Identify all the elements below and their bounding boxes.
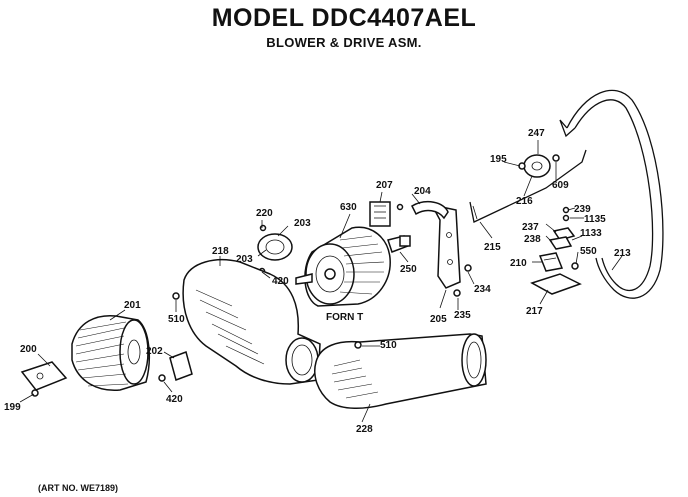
- part-label-420-lower: 420: [166, 394, 183, 405]
- motor-mount-bracket: [430, 203, 472, 297]
- blower-housing: [172, 259, 321, 385]
- idler-pulley: [518, 154, 560, 178]
- part-label-420-upper: 420: [272, 276, 289, 287]
- part-label-238: 238: [524, 234, 541, 245]
- motor-switch: [369, 201, 404, 227]
- part-label-1135: 1135: [584, 214, 606, 225]
- switch-part: [538, 252, 564, 272]
- part-label-217: 217: [526, 306, 543, 317]
- blower-seal-ring: [257, 224, 293, 275]
- part-label-203-upper: 203: [294, 218, 311, 229]
- part-label-195: 195: [490, 154, 507, 165]
- part-label-201: 201: [124, 300, 141, 311]
- part-label-228: 228: [356, 424, 373, 435]
- part-label-202: 202: [146, 346, 163, 357]
- part-label-204: 204: [414, 186, 431, 197]
- part-label-609: 609: [552, 180, 569, 191]
- part-label-630: 630: [340, 202, 357, 213]
- idler-arm: [469, 149, 587, 223]
- motor-form-label: FORN T: [326, 312, 363, 323]
- wheel-bracket: [20, 361, 68, 397]
- part-labels: 200 199 201 202 420 510 218 220 203 203 …: [4, 128, 631, 435]
- page-title: MODEL DDC4407AEL: [211, 4, 477, 32]
- part-label-205: 205: [430, 314, 447, 325]
- blower-bracket: [158, 351, 193, 382]
- part-label-510-left: 510: [168, 314, 185, 325]
- part-label-239: 239: [574, 204, 591, 215]
- part-label-215: 215: [484, 242, 501, 253]
- part-label-199: 199: [4, 402, 21, 413]
- part-label-207: 207: [376, 180, 393, 191]
- idler-bracket: [530, 262, 582, 295]
- blower-wheel: [71, 314, 151, 391]
- part-label-210: 210: [510, 258, 527, 269]
- part-label-220: 220: [256, 208, 273, 219]
- switch-bracket: [548, 206, 576, 250]
- motor-clamp: [411, 200, 449, 220]
- part-label-203-lower: 203: [236, 254, 253, 265]
- leader-lines: [19, 140, 623, 423]
- part-label-247: 247: [528, 128, 545, 139]
- art-number: (ART NO. WE7189): [38, 483, 119, 493]
- part-label-234: 234: [474, 284, 491, 295]
- exhaust-duct: [314, 333, 487, 409]
- part-label-216: 216: [516, 196, 533, 207]
- drive-motor: [295, 226, 411, 307]
- part-label-200: 200: [20, 344, 37, 355]
- part-label-550: 550: [580, 246, 597, 257]
- part-label-510-right: 510: [380, 340, 397, 351]
- drum-belt: [559, 89, 664, 299]
- part-label-218: 218: [212, 246, 229, 257]
- part-label-1133: 1133: [580, 228, 602, 239]
- part-label-213: 213: [614, 248, 631, 259]
- part-label-235: 235: [454, 310, 471, 321]
- part-label-250: 250: [400, 264, 417, 275]
- page-subtitle: BLOWER & DRIVE ASM.: [266, 35, 422, 50]
- part-label-237: 237: [522, 222, 539, 233]
